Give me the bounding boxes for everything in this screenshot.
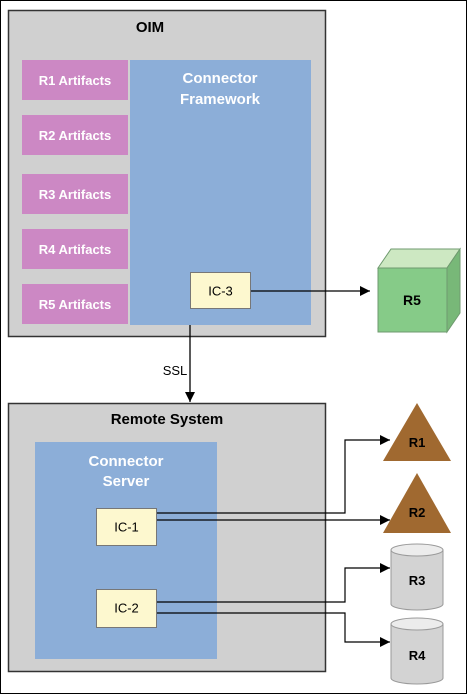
r5-cube: R5 [377,247,461,334]
r1-triangle: R1 [383,403,451,461]
ssl-label: SSL [163,363,188,378]
arrow-ic2-to-r3 [157,563,390,603]
r2-triangle: R2 [383,473,451,533]
artifact-label: R5 Artifacts [39,297,111,312]
r2-label: R2 [409,505,426,520]
artifact-r4: R4 Artifacts [22,229,128,269]
ic3-label: IC-3 [208,284,233,299]
server-label-line1: Connector [89,453,164,470]
artifact-r5: R5 Artifacts [22,284,128,324]
r3-label: R3 [409,573,426,588]
artifact-r1: R1 Artifacts [22,60,128,100]
r5-label: R5 [403,292,421,308]
r1-label: R1 [409,435,426,450]
r3-cylinder: R3 [390,543,444,611]
remote-system-title: Remote System [111,411,224,428]
arrow-ic2-to-r4 [157,612,390,647]
remote-system-panel: Remote System Connector Server IC-1 IC-2 [7,402,327,673]
ic1-box: IC-1 [96,508,157,546]
arrow-ic1-to-r1 [157,435,390,514]
r4-cylinder: R4 [390,617,444,685]
artifact-label: R4 Artifacts [39,242,111,257]
framework-label-line1: Connector [183,70,258,87]
artifact-label: R2 Artifacts [39,128,111,143]
artifact-label: R1 Artifacts [39,73,111,88]
ic1-label: IC-1 [114,520,139,535]
artifact-r3: R3 Artifacts [22,174,128,214]
ic2-box: IC-2 [96,589,157,628]
ic3-box: IC-3 [190,272,251,309]
artifact-r2: R2 Artifacts [22,115,128,155]
framework-label-line2: Framework [180,91,261,108]
server-label-line2: Server [103,473,150,490]
artifact-label: R3 Artifacts [39,187,111,202]
ic2-label: IC-2 [114,601,139,616]
r4-label: R4 [409,648,426,663]
oim-title: OIM [136,19,164,36]
oim-panel: OIM Connector Framework R1 Artifacts R2 … [7,9,327,338]
